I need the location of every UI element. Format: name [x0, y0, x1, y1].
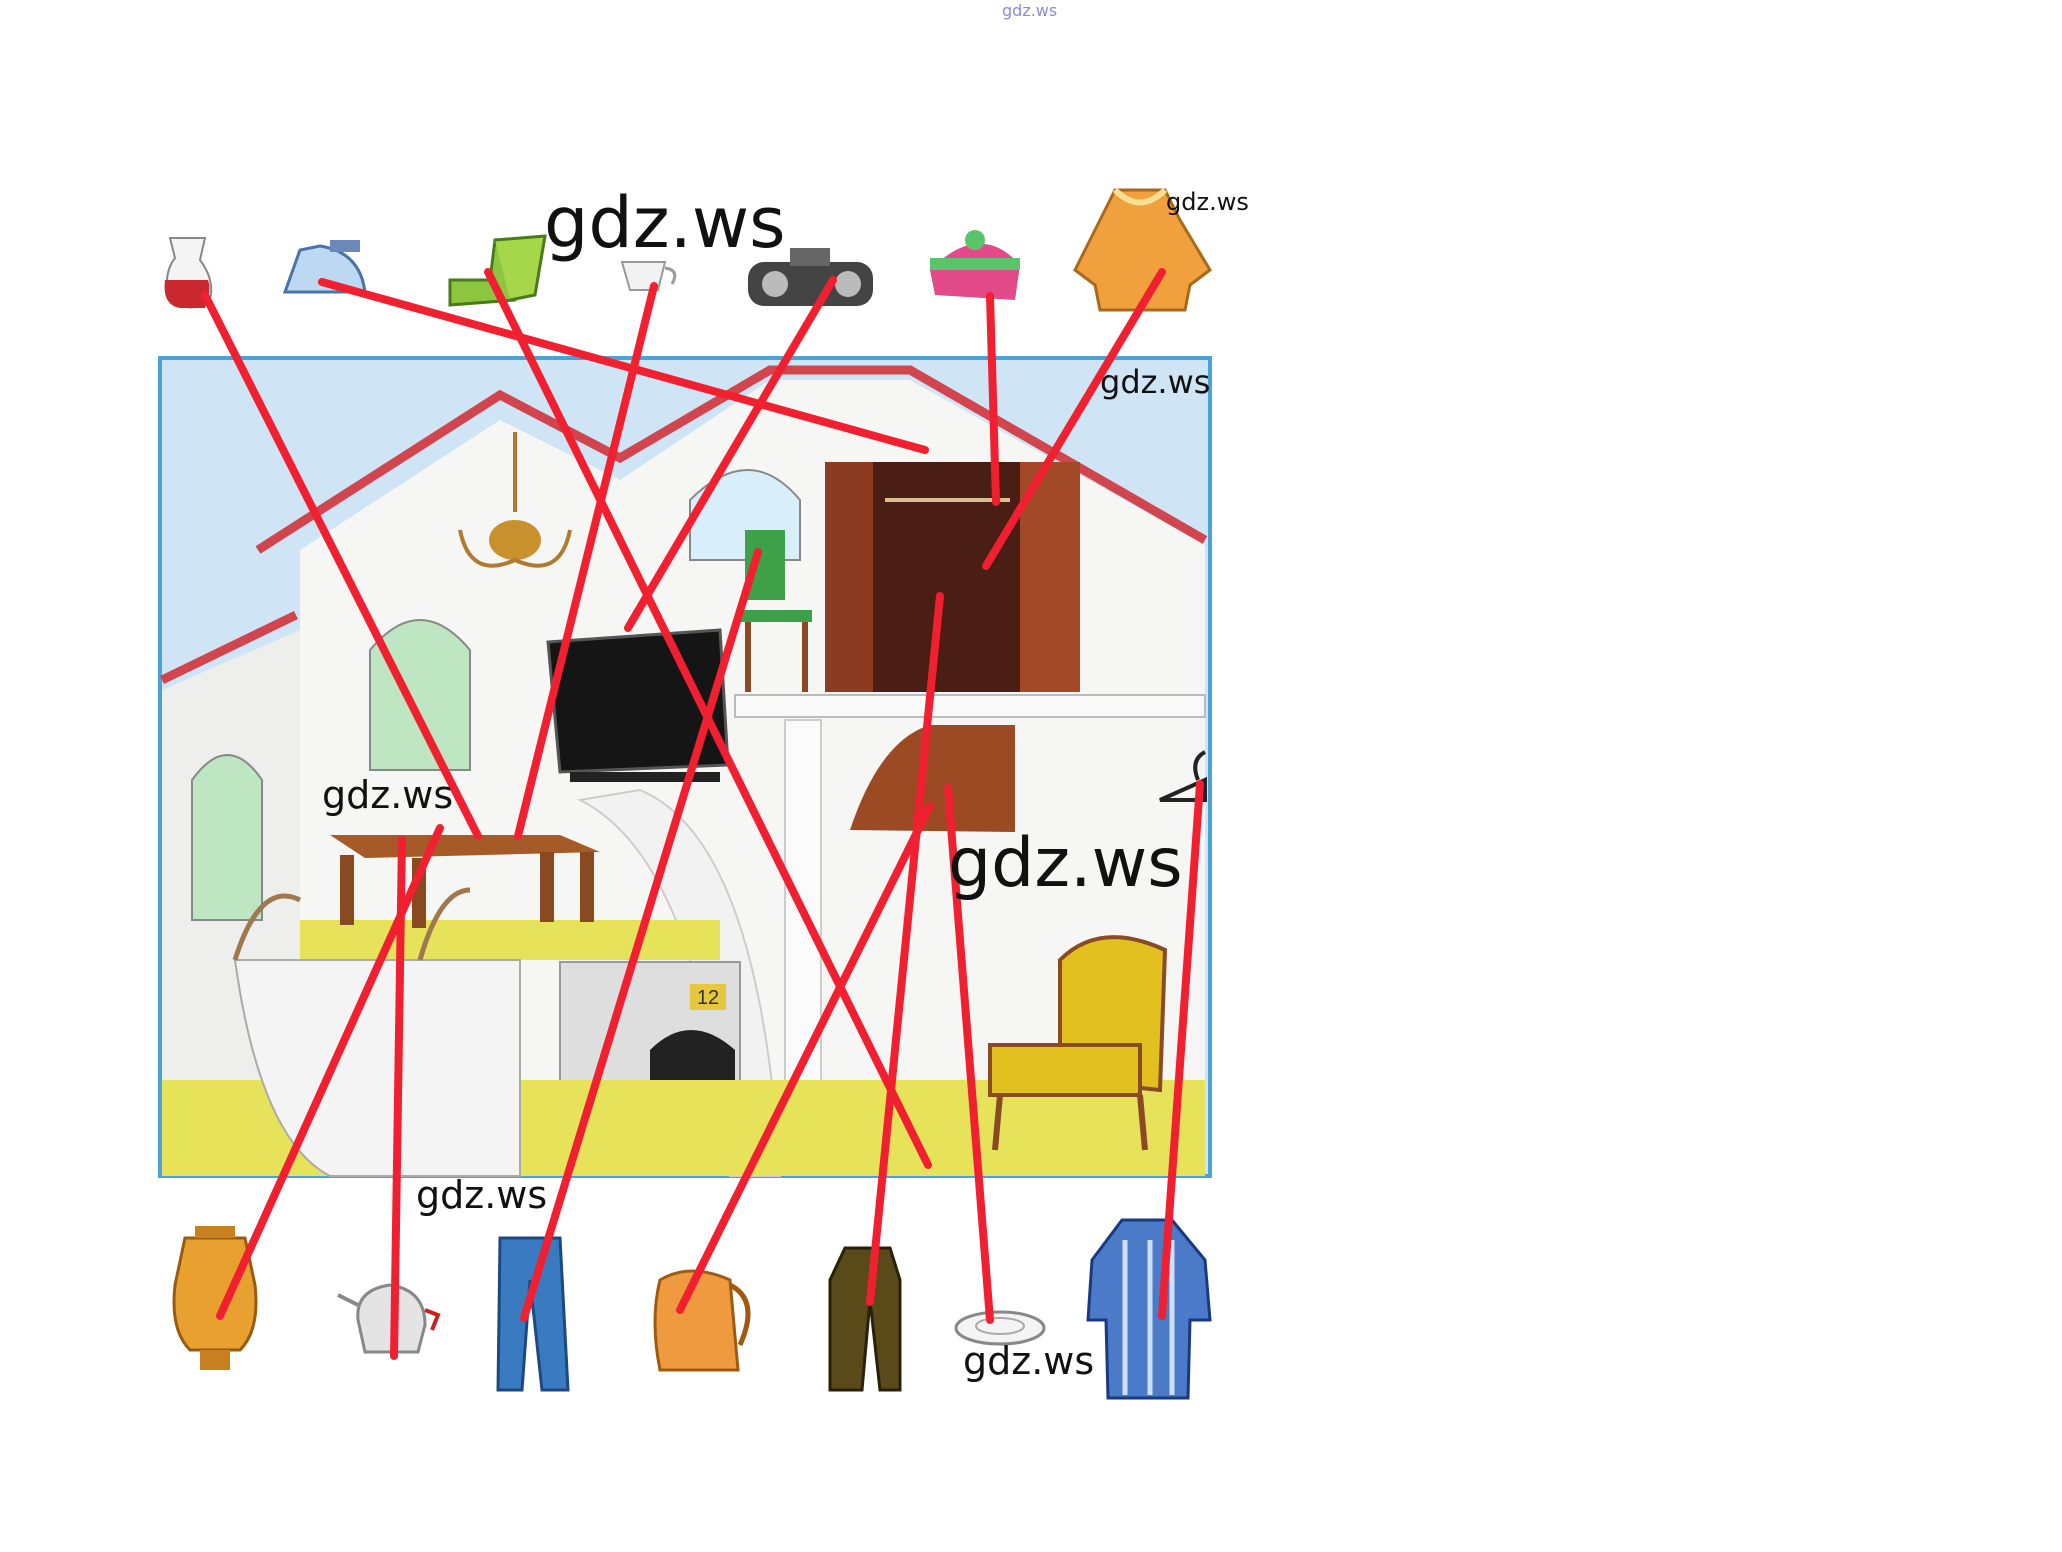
match-line-radio [624, 276, 837, 632]
match-line-hat [986, 292, 1000, 506]
match-line-plate [944, 784, 994, 1324]
boots-icon[interactable] [448, 234, 547, 307]
matching-lines [201, 268, 1204, 1360]
match-line-fur-coat [982, 268, 1166, 570]
armchair-icon [988, 935, 1168, 1151]
match-line-coat [866, 592, 944, 1306]
fur-coat-icon[interactable] [1073, 187, 1212, 312]
plate-icon[interactable] [954, 1310, 1046, 1346]
fireplace-number: 12 [697, 987, 719, 1009]
bathrobe-icon[interactable] [1086, 1218, 1212, 1400]
match-line-kettle [676, 802, 934, 1314]
hat-icon[interactable] [930, 230, 1020, 300]
iron-icon[interactable] [282, 240, 367, 294]
jeans-icon[interactable] [496, 1236, 570, 1392]
match-line-cup [514, 282, 658, 840]
match-line-jug [201, 291, 482, 840]
match-line-teapot [390, 836, 406, 1360]
house-illustration: 12 [158, 356, 1212, 1178]
match-line-bathrobe [1158, 780, 1204, 1320]
kettle-icon[interactable] [653, 1269, 751, 1372]
jug-icon[interactable] [164, 237, 213, 309]
samovar-icon[interactable] [172, 1226, 258, 1370]
coat-icon[interactable] [828, 1246, 902, 1392]
top-items-row [164, 187, 1212, 312]
match-line-iron [318, 278, 929, 454]
chandelier-icon [458, 432, 572, 568]
wardrobe-icon [825, 462, 1080, 692]
table-icon [330, 835, 600, 928]
teapot-icon[interactable] [337, 1283, 441, 1354]
bottom-items-row [172, 1218, 1212, 1400]
hanger-icon [1159, 750, 1207, 802]
radio-icon[interactable] [748, 248, 873, 306]
match-line-jeans [520, 548, 762, 1322]
upstairs-chair-icon [740, 530, 812, 692]
cup-icon[interactable] [620, 261, 677, 291]
